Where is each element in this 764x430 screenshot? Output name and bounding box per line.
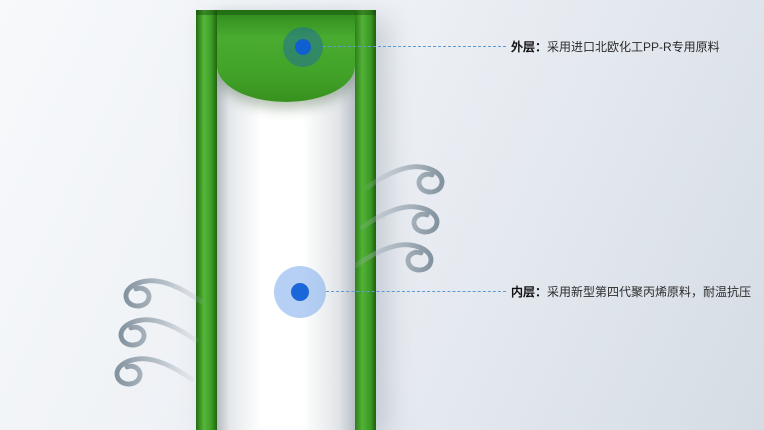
callout-leader-line-outer	[323, 46, 506, 47]
callout-label-text: 采用进口北欧化工PP-R专用原料	[547, 40, 720, 54]
pipe-outer-cap	[217, 10, 355, 102]
callout-label-prefix: 内层：	[511, 285, 548, 299]
callout-label-outer-layer: 外层：采用进口北欧化工PP-R专用原料	[511, 40, 720, 54]
pipe-top-rim	[196, 10, 376, 15]
pipe-outer-wall-left	[196, 10, 217, 430]
pipe-illustration	[196, 10, 376, 430]
callout-label-prefix: 外层：	[511, 40, 548, 54]
wind-swirl-icon	[105, 342, 197, 390]
callout-dot-core	[295, 39, 311, 55]
callout-dot-inner-layer	[274, 266, 326, 318]
callout-label-inner-layer: 内层：采用新型第四代聚丙烯原料，耐温抗压	[511, 285, 751, 299]
callout-label-text: 采用新型第四代聚丙烯原料，耐温抗压	[547, 285, 752, 299]
wind-swirl-icon	[351, 228, 443, 276]
callout-dot-core	[291, 283, 309, 301]
callout-leader-line-inner	[326, 291, 506, 292]
callout-dot-outer-layer	[283, 27, 323, 67]
pipe-outer-wall-right	[355, 10, 376, 430]
